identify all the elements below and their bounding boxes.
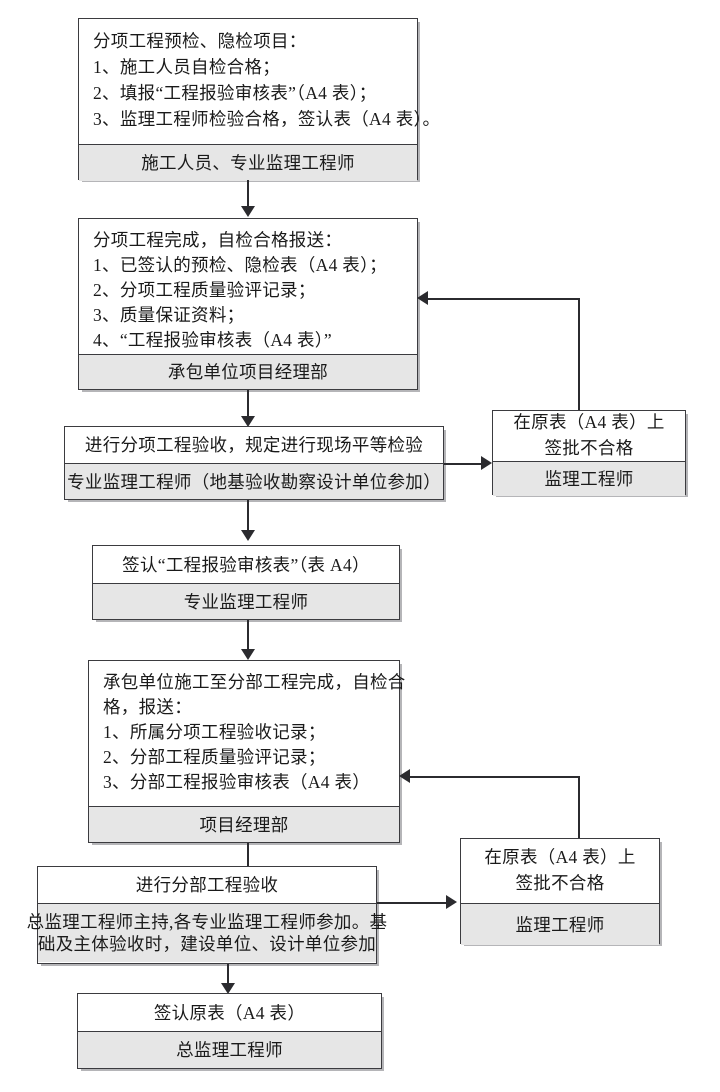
- arrow-r1-feedback-into-n2: [417, 291, 428, 305]
- arrow-n2-to-n3: [241, 416, 255, 427]
- node-footer-label: 总监理工程师主持,各专业监理工程师参加。基: [26, 912, 388, 932]
- node-body-line: 进行分项工程验收，规定进行现场平等检验: [84, 435, 424, 455]
- connector-n3-to-r1: [444, 463, 484, 465]
- connector-n3-to-n4: [247, 500, 249, 533]
- node-footer: 承包单位项目经理部: [79, 354, 417, 389]
- arrow-n6-to-r2: [446, 895, 457, 909]
- arrow-r2-feedback-into-n5: [399, 769, 410, 783]
- node-body-line: 分项工程预检、隐检项目：: [93, 31, 307, 51]
- node-reject-stamp-upper: 在原表（A4 表）上 签批不合格 监理工程师: [492, 410, 686, 496]
- node-body-line: 签认原表（A4 表）: [153, 1002, 306, 1023]
- node-body-line: 在原表（A4 表）上: [513, 412, 665, 432]
- node-body-line: 1、所属分项工程验收记录；: [103, 722, 326, 742]
- node-footer: 施工人员、专业监理工程师: [79, 144, 417, 181]
- node-body-line: 1、施工人员自检合格；: [93, 57, 281, 77]
- node-section-acceptance: 进行分部工程验收 总监理工程师主持,各专业监理工程师参加。基 础及主体验收时，建…: [27, 866, 387, 964]
- node-body: 签认原表（A4 表）: [78, 994, 381, 1031]
- node-subitem-acceptance: 进行分项工程验收，规定进行现场平等检验 专业监理工程师（地基验收勘察设计单位参加…: [64, 426, 444, 500]
- node-footer-label: 承包单位项目经理部: [167, 362, 329, 382]
- node-body-line: 2、填报“工程报验审核表”（A4 表）；: [93, 83, 377, 103]
- node-body-line: 在原表（A4 表）上: [484, 847, 636, 867]
- node-body-line: 3、监理工程师检验合格，签认表（A4 表）。: [93, 109, 441, 129]
- arrow-n1-to-n2: [241, 206, 255, 217]
- node-footer: 项目经理部: [89, 806, 399, 842]
- node-footer: 监理工程师: [461, 903, 659, 945]
- node-body: 在原表（A4 表）上 签批不合格: [461, 839, 659, 903]
- arrow-n3-to-n4: [241, 530, 255, 541]
- node-footer-label: 专业监理工程师: [183, 591, 309, 612]
- node-footer: 总监理工程师主持,各专业监理工程师参加。基 础及主体验收时，建设单位、设计单位参…: [27, 903, 387, 962]
- node-body-line: 承包单位施工至分部工程完成，自检合: [103, 672, 406, 692]
- connector-n5-to-n6: [247, 843, 249, 871]
- node-body-line: 分项工程完成，自检合格报送：: [93, 230, 343, 250]
- node-footer: 专业监理工程师（地基验收勘察设计单位参加）: [65, 463, 443, 499]
- node-subitem-complete-submit: 分项工程完成，自检合格报送： 1、已签认的预检、隐检表（A4 表）； 2、分项工…: [78, 218, 418, 390]
- node-body-line: 格，报送：: [103, 697, 192, 717]
- node-sign-review-form: 签认“工程报验审核表”（表 A4） 专业监理工程师: [92, 545, 400, 620]
- node-section-complete-submit: 承包单位施工至分部工程完成，自检合 格，报送： 1、所属分项工程验收记录； 2、…: [88, 660, 406, 843]
- node-body-line: 4、“工程报验审核表（A4 表）”: [93, 330, 332, 350]
- node-body: 在原表（A4 表）上 签批不合格: [493, 411, 685, 461]
- connector-n6-to-r2: [377, 902, 449, 904]
- node-footer-label: 专业监理工程师（地基验收勘察设计单位参加）: [67, 471, 441, 492]
- connector-r2-feedback-vertical: [578, 776, 580, 838]
- node-body-line: 签批不合格: [544, 438, 634, 458]
- node-subitem-precheck: 分项工程预检、隐检项目： 1、施工人员自检合格； 2、填报“工程报验审核表”（A…: [78, 18, 441, 181]
- node-footer: 专业监理工程师: [93, 583, 399, 619]
- node-body-line: 签批不合格: [515, 873, 605, 893]
- node-body-line: 3、质量保证资料；: [93, 305, 245, 325]
- connector-n4-to-n5: [247, 620, 249, 652]
- node-body-line: 2、分部工程质量验评记录；: [103, 747, 326, 767]
- node-body: 承包单位施工至分部工程完成，自检合 格，报送： 1、所属分项工程验收记录； 2、…: [89, 661, 406, 806]
- node-body: 签认“工程报验审核表”（表 A4）: [93, 546, 399, 583]
- connector-n2-to-n3: [247, 390, 249, 419]
- node-footer-label: 监理工程师: [544, 469, 634, 489]
- node-reject-stamp-lower: 在原表（A4 表）上 签批不合格 监理工程师: [460, 838, 660, 945]
- arrow-n3-to-r1: [481, 456, 492, 470]
- node-body-line: 进行分部工程验收: [135, 875, 279, 895]
- connector-n1-to-n2: [247, 180, 249, 209]
- node-footer: 监理工程师: [493, 461, 685, 496]
- node-sign-original-form: 签认原表（A4 表） 总监理工程师: [77, 993, 382, 1069]
- arrow-n4-to-n5: [241, 649, 255, 660]
- connector-r1-feedback-horizontal: [428, 298, 580, 300]
- node-body-line: 签认“工程报验审核表”（表 A4）: [122, 554, 370, 575]
- connector-r2-feedback-horizontal: [410, 776, 580, 778]
- node-body-line: 1、已签认的预检、隐检表（A4 表）；: [93, 255, 387, 275]
- node-footer-label: 施工人员、专业监理工程师: [141, 153, 355, 173]
- node-body-line: 2、分项工程质量验评记录；: [93, 280, 316, 300]
- node-footer-label: 总监理工程师: [176, 1040, 283, 1060]
- node-footer-label: 项目经理部: [199, 814, 289, 835]
- node-footer-label: 础及主体验收时，建设单位、设计单位参加: [37, 934, 377, 954]
- node-body: 分项工程预检、隐检项目： 1、施工人员自检合格； 2、填报“工程报验审核表”（A…: [79, 19, 441, 144]
- node-body: 进行分项工程验收，规定进行现场平等检验: [65, 427, 443, 463]
- arrow-n6-to-n7: [221, 983, 235, 994]
- node-body: 进行分部工程验收: [38, 867, 376, 903]
- connector-n6-to-n7: [227, 964, 229, 986]
- node-body: 分项工程完成，自检合格报送： 1、已签认的预检、隐检表（A4 表）； 2、分项工…: [79, 219, 417, 354]
- node-footer: 总监理工程师: [78, 1031, 381, 1068]
- node-body-line: 3、分部工程报验审核表（A4 表）: [103, 772, 371, 792]
- connector-r1-feedback-vertical: [578, 298, 580, 412]
- node-footer-label: 监理工程师: [515, 914, 605, 935]
